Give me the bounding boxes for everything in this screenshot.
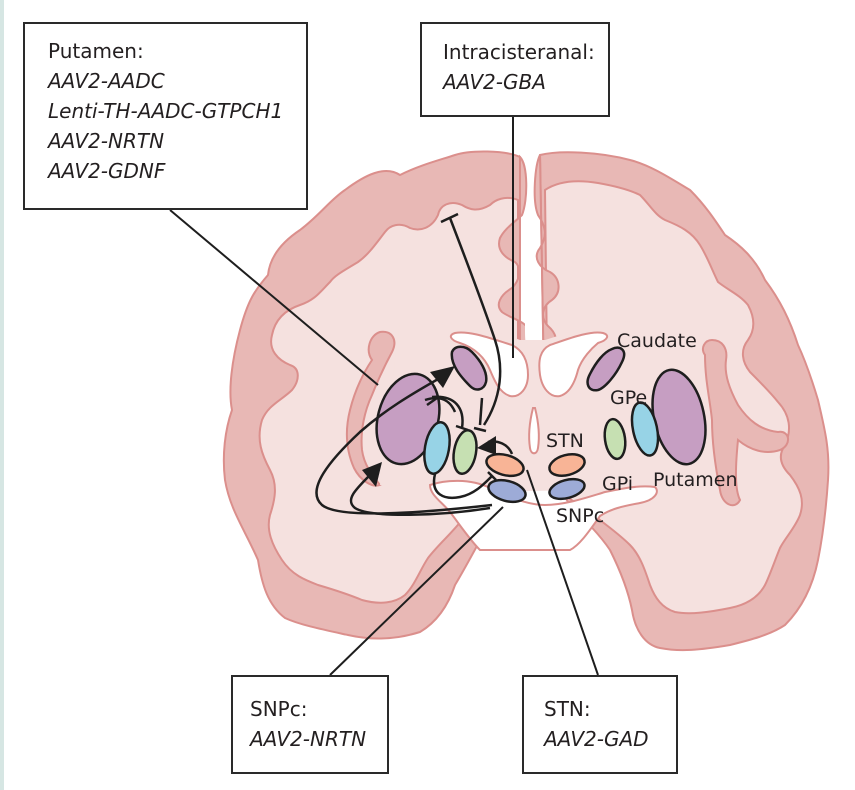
callout-lines [169, 117, 599, 676]
callout-putamen: Putamen: AAV2-AADC Lenti-TH-AADC-GTPCH1 … [23, 22, 308, 210]
left-gpi [452, 429, 478, 475]
connector-stn [526, 469, 599, 676]
right-gpe [630, 401, 660, 457]
left-snpc [487, 478, 527, 504]
callout-putamen-item: AAV2-NRTN [48, 129, 165, 153]
right-sulcus-insula [702, 338, 789, 507]
right-snpc [548, 477, 586, 501]
page-edge-strip [0, 0, 4, 790]
right-gpi [603, 417, 627, 461]
arrowhead-to-caudate [430, 366, 455, 388]
right-stn [548, 453, 586, 477]
brain-section [222, 150, 830, 652]
callout-stn: STN: AAV2-GAD [522, 675, 678, 774]
inhibit-bar-gpe [426, 396, 438, 407]
midline-fissure-right [533, 154, 560, 441]
arrowhead-to-putamen [362, 462, 382, 487]
inhibit-bar-stn [487, 471, 497, 481]
basal-ganglia [375, 345, 707, 504]
callout-putamen-title: Putamen: [48, 39, 144, 63]
callout-intracisternal-item: AAV2-GBA [443, 70, 546, 94]
inhibit-bar-cortex [440, 212, 459, 224]
left-sulcus-insula [345, 330, 396, 487]
callout-intracisternal: Intracisteranal: AAV2-GBA [420, 22, 610, 117]
callout-intracisternal-title: Intracisteranal: [443, 40, 595, 64]
connector-putamen [169, 209, 379, 386]
circuit-pathways [315, 212, 514, 516]
left-stn [485, 452, 525, 478]
left-caudate [450, 345, 488, 391]
label-stn: STN [546, 430, 584, 452]
callout-snpc-title: SNPc: [250, 697, 308, 721]
callout-putamen-item: Lenti-TH-AADC-GTPCH1 [48, 99, 284, 123]
third-ventricle [528, 407, 540, 455]
pathway-long-inhibitory [448, 217, 502, 426]
longitudinal-fissure [523, 240, 532, 345]
pathway-gpe-to-stn [432, 473, 493, 499]
right-lateral-ventricle [538, 331, 609, 398]
callout-stn-item: AAV2-GAD [544, 727, 649, 751]
pathway-snpc-to-putamen [349, 474, 491, 516]
connector-snpc [329, 506, 504, 676]
callout-putamen-item: AAV2-AADC [48, 69, 165, 93]
callout-stn-title: STN: [544, 697, 591, 721]
label-putamen: Putamen [653, 469, 738, 491]
label-caudate: Caudate [617, 330, 697, 352]
label-gpe: GPe [610, 387, 647, 409]
label-gpi: GPi [602, 473, 633, 495]
right-caudate [586, 346, 626, 392]
label-snpc: SNPc [556, 505, 604, 527]
callout-snpc-item: AAV2-NRTN [250, 727, 367, 751]
left-gpe [423, 421, 451, 475]
callout-snpc: SNPc: AAV2-NRTN [231, 675, 389, 774]
pathway-snpc-to-caudate [315, 376, 493, 515]
inhibit-bar-gpi [455, 424, 469, 432]
pathway-putamen-to-gpe [424, 396, 457, 413]
inhibit-bar-caudate [473, 426, 487, 433]
structure-labels: Caudate GPe STN GPi Putamen SNPc [546, 330, 738, 527]
arrowhead-to-gpi [477, 436, 496, 455]
callout-putamen-item: AAV2-GDNF [48, 159, 166, 183]
pathway-caudate-to-gpi [478, 397, 484, 426]
pathway-putamen-to-gpi [431, 395, 464, 429]
